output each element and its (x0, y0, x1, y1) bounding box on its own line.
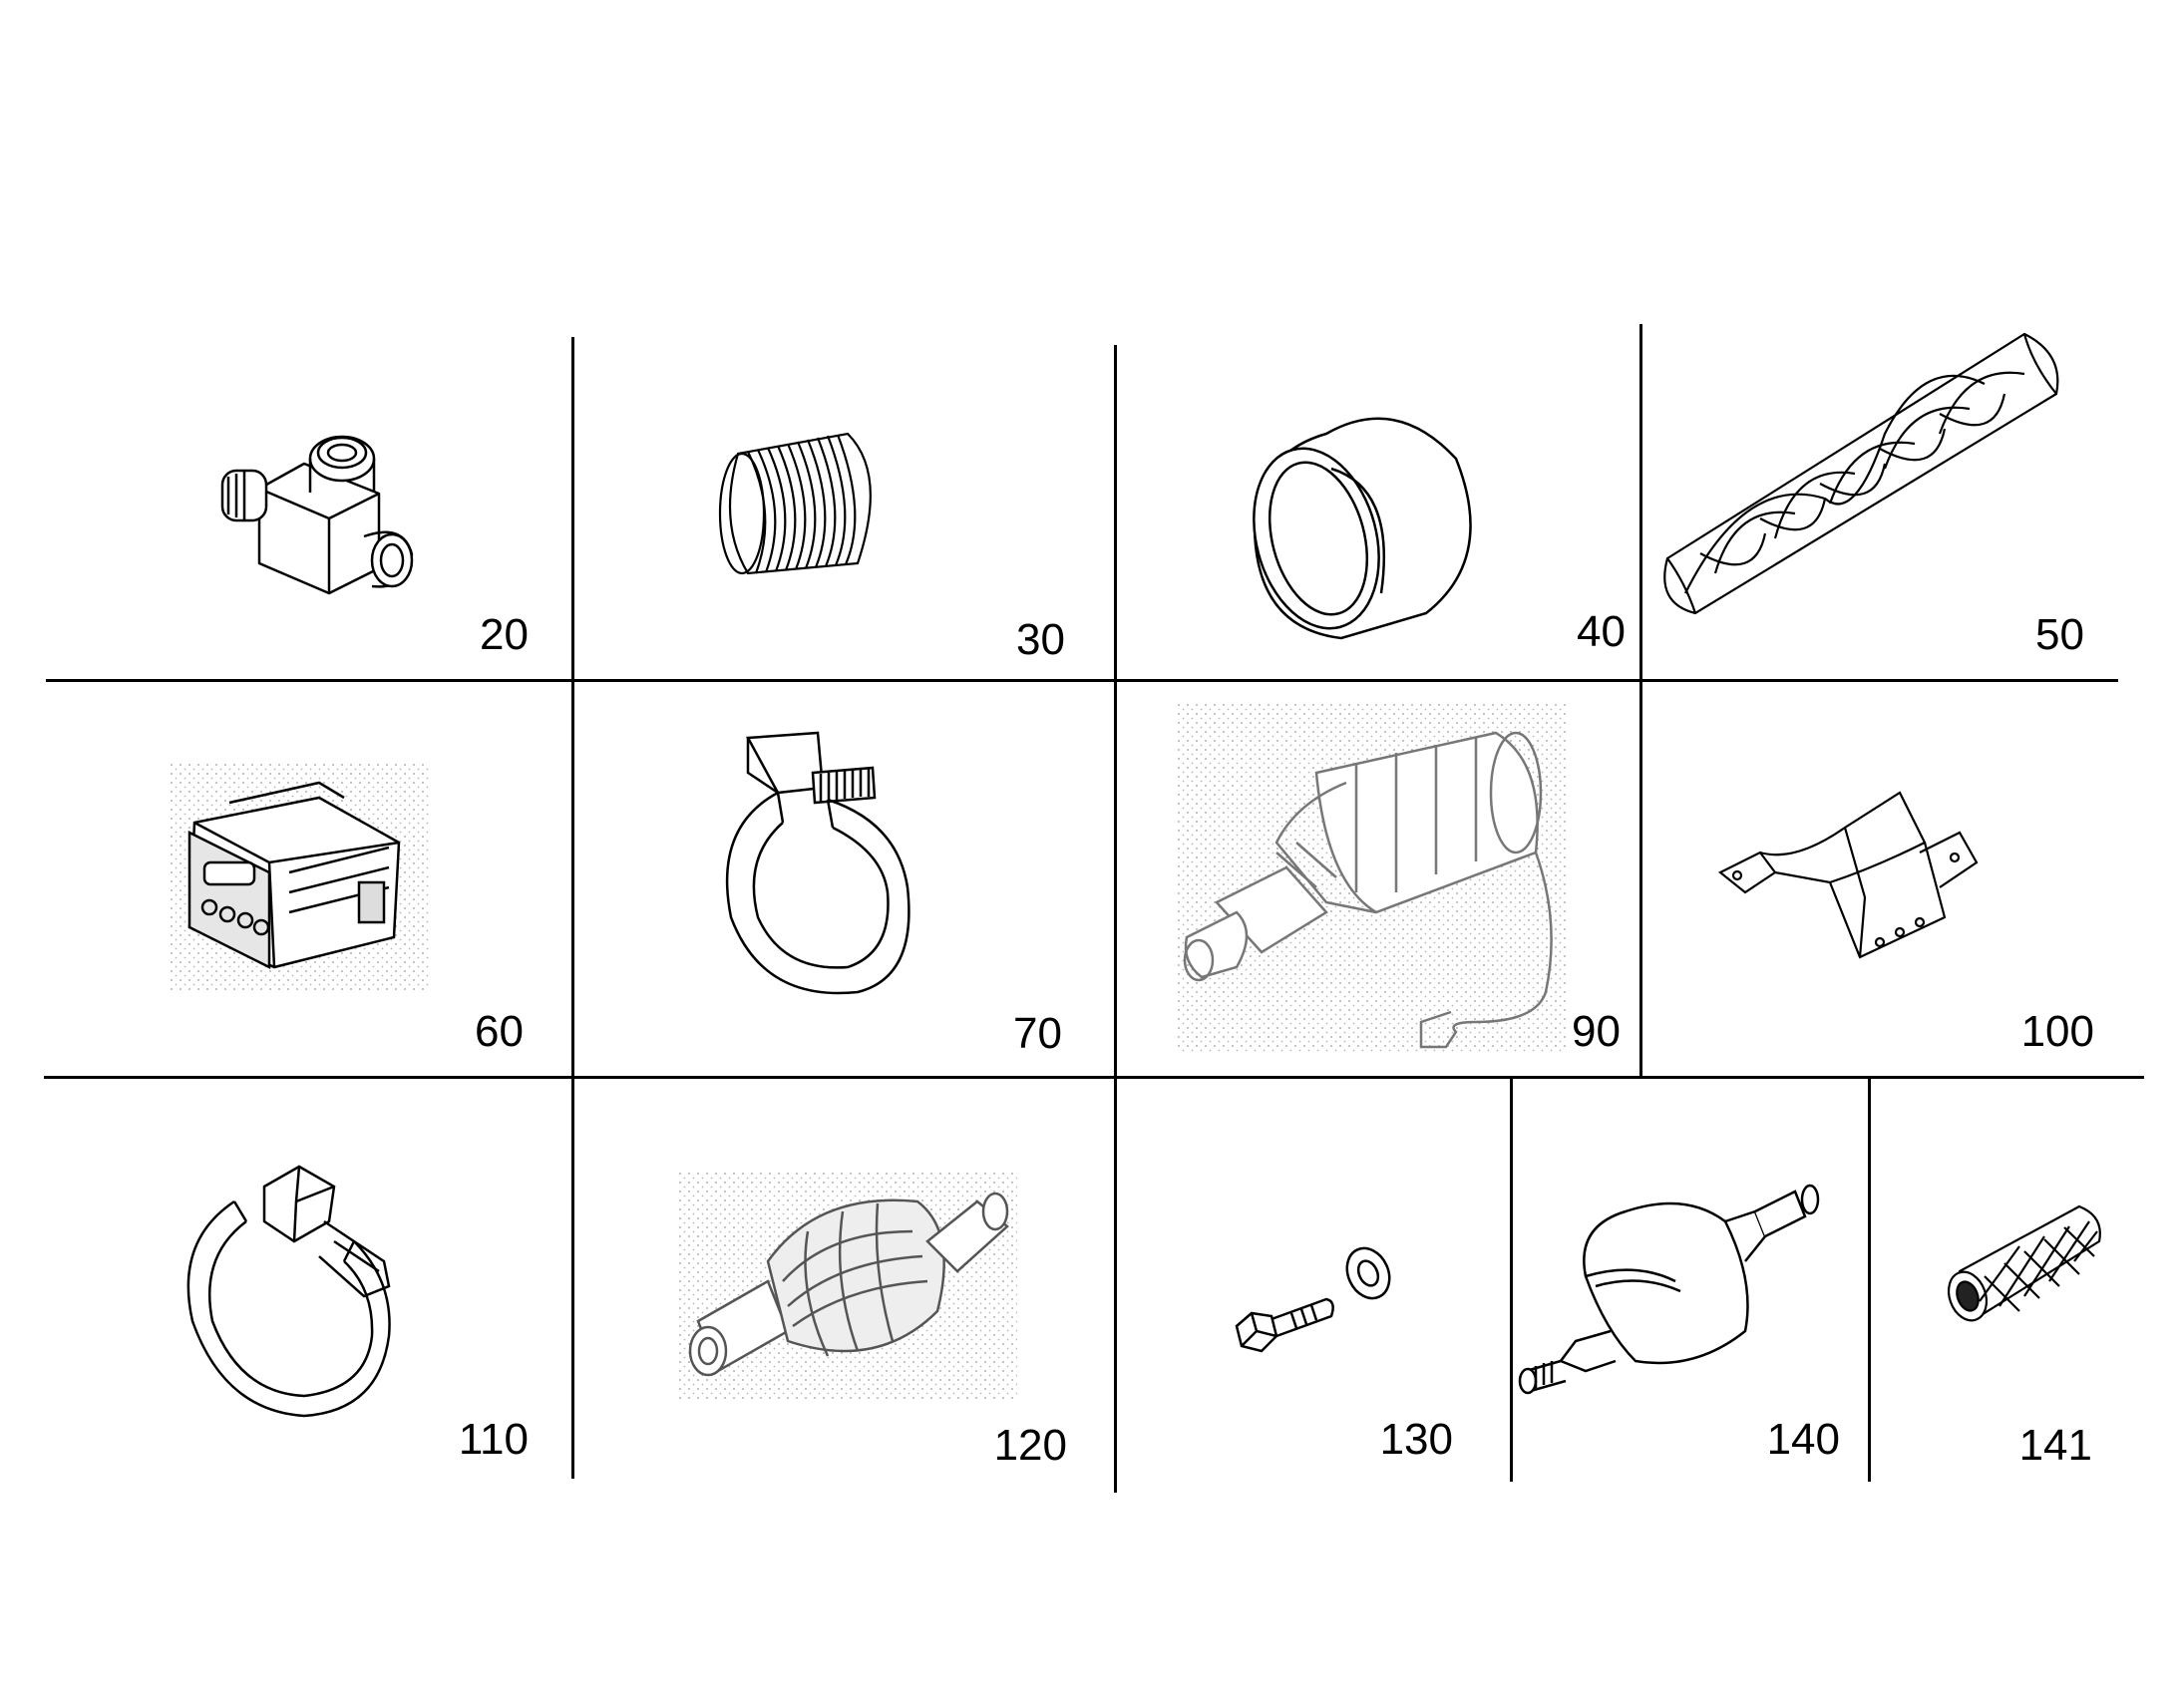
part-number-label: 100 (2020, 1007, 2094, 1056)
part-number-label: 130 (1379, 1415, 1453, 1464)
damper-fitting-icon (678, 1172, 1017, 1401)
part-number-label: 40 (1577, 607, 1626, 656)
filter-insert-icon (1947, 1204, 2101, 1322)
grid-divider (1868, 1077, 1871, 1482)
grid-divider (1114, 345, 1117, 1493)
part-number-label: 20 (480, 610, 529, 659)
mounting-bracket-icon (1717, 791, 1979, 959)
part-number-label: 60 (475, 1007, 524, 1056)
part-number-label: 110 (458, 1415, 529, 1464)
grid-divider (44, 1076, 2144, 1079)
part-number-label: 50 (2035, 610, 2084, 659)
grid-divider (571, 337, 574, 1479)
part-number-label: 70 (1013, 1009, 1062, 1058)
part-number-label: 90 (1572, 1007, 1621, 1056)
grid-divider (1510, 1077, 1513, 1482)
bolt-washer-icon (1235, 1246, 1391, 1353)
grid-divider (1639, 324, 1642, 1079)
part-number-label: 140 (1766, 1415, 1840, 1464)
part-number-label: 30 (1016, 615, 1065, 664)
part-number-label: 141 (2018, 1421, 2092, 1470)
fuel-filter-icon (1518, 1184, 1820, 1395)
corrugated-hose-icon (718, 432, 872, 575)
pipe-clamp-icon (725, 731, 910, 995)
braided-tube-icon (1663, 332, 2059, 615)
part-number-label: 120 (993, 1421, 1067, 1470)
sleeve-ring-icon (1253, 417, 1472, 640)
tee-fitting-icon (220, 435, 414, 595)
grid-divider (46, 679, 2118, 682)
control-unit-icon (170, 763, 429, 992)
pump-icon (1177, 703, 1566, 1052)
hose-clamp-icon (186, 1165, 391, 1418)
